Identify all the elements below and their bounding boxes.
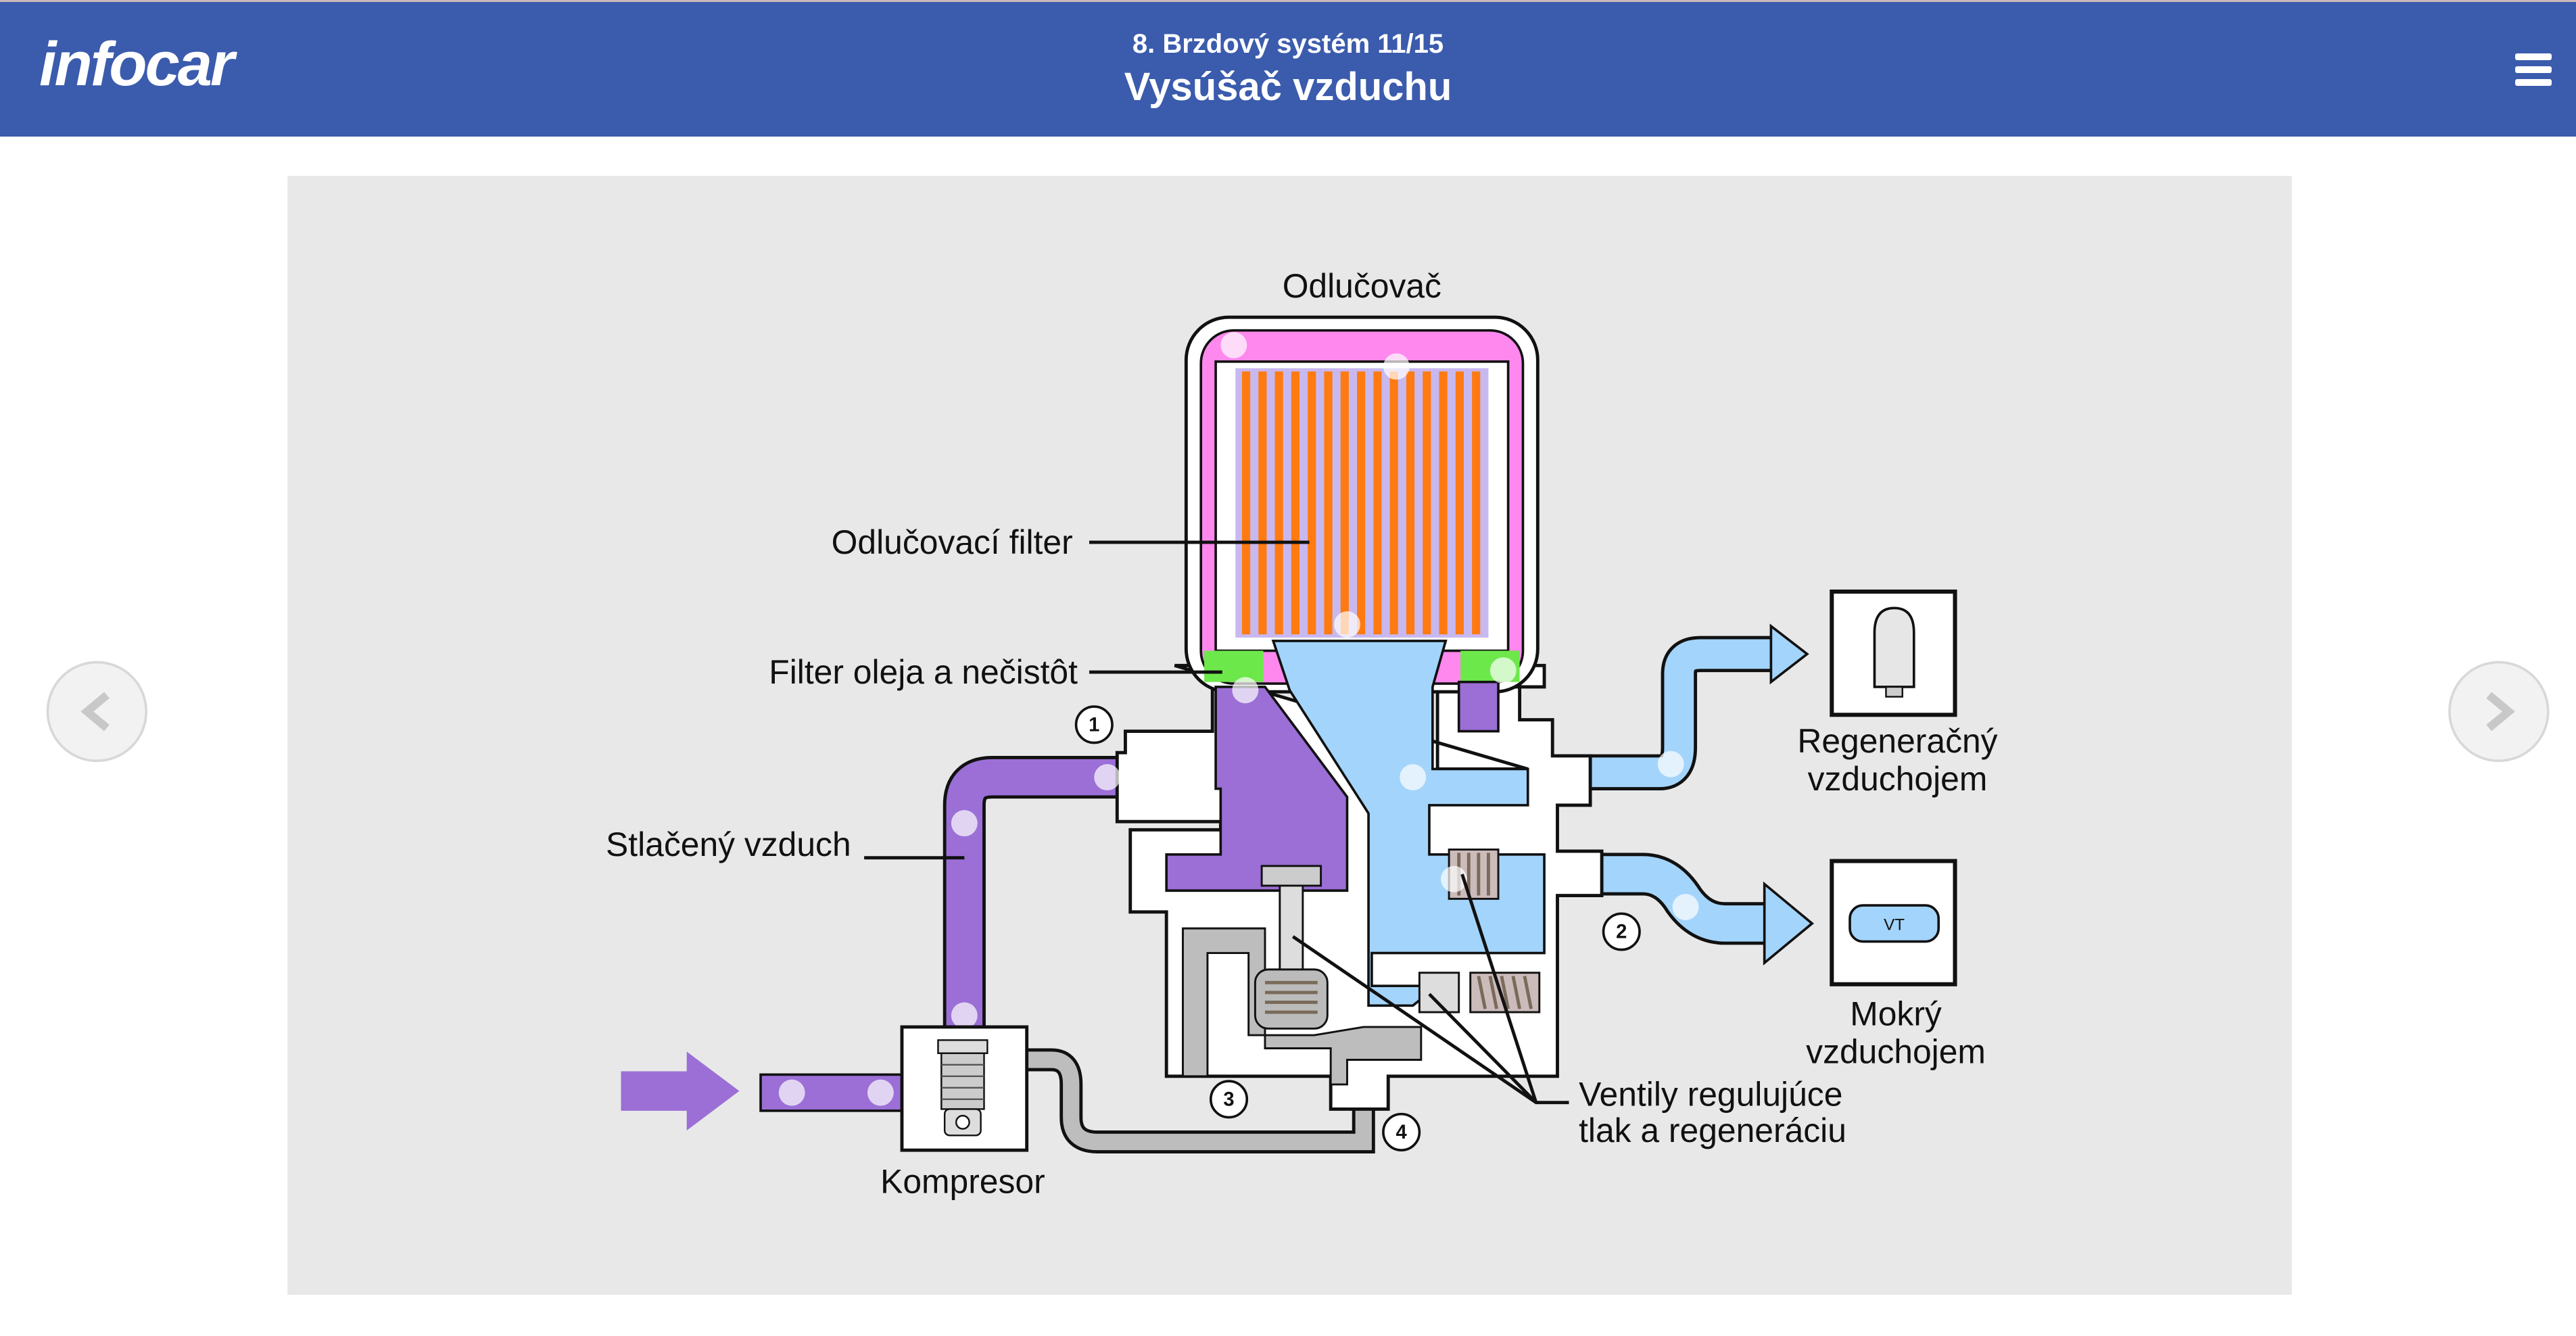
- input-air-arrow: [621, 1051, 740, 1131]
- leader-lines: [864, 540, 1569, 1105]
- filter-stripe: [1455, 371, 1464, 635]
- filter-stripe: [1340, 371, 1349, 635]
- filter-stripe: [1406, 371, 1415, 635]
- compressor: [900, 1025, 1029, 1152]
- filter-stripe: [1439, 371, 1448, 635]
- hamburger-icon[interactable]: [2515, 53, 2552, 87]
- inlet-chamber: [1165, 686, 1349, 892]
- filter-stripe: [1324, 371, 1333, 635]
- prev-button[interactable]: [46, 661, 148, 763]
- filter-stripe: [1373, 371, 1382, 635]
- wet-arrow: [1763, 881, 1814, 966]
- svg-text:1: 1: [1089, 715, 1099, 736]
- filter-stripe: [1241, 371, 1251, 635]
- piston-rod: [1279, 884, 1304, 978]
- infocar-logo[interactable]: infocar: [39, 30, 235, 99]
- port-1: 1: [1074, 705, 1114, 744]
- label-regen-tank-2: vzduchojem: [1808, 760, 1988, 798]
- label-separator: Odlučovač: [1283, 267, 1441, 305]
- label-separator-filter: Odlučovací filter: [832, 523, 1073, 561]
- piston-head: [1260, 865, 1322, 887]
- filter-stripe: [1308, 371, 1316, 635]
- svg-text:4: 4: [1396, 1122, 1408, 1143]
- top-header: infocar 8. Brzdový systém 11/15 Vysúšač …: [0, 0, 2576, 137]
- filter-stripe: [1423, 371, 1431, 635]
- chapter-subtitle: 8. Brzdový systém 11/15: [1132, 29, 1444, 59]
- filter-stripe: [1274, 371, 1283, 635]
- oil-filter-left: [1204, 650, 1264, 682]
- port-3: 3: [1209, 1080, 1249, 1119]
- compressed-air-pipe: [946, 759, 1224, 1029]
- chevron-right-icon: [2486, 692, 2515, 732]
- port-2: 2: [1602, 912, 1641, 951]
- svg-text:3: 3: [1223, 1089, 1234, 1111]
- label-compressor: Kompresor: [880, 1162, 1045, 1200]
- regen-tank: [1830, 589, 1957, 717]
- filter-stripes: [1241, 371, 1481, 635]
- filter-stripe: [1472, 371, 1481, 635]
- wet-tank: VT: [1830, 859, 1957, 986]
- label-wet-tank-1: Mokrý: [1850, 995, 1942, 1032]
- wet-tank-badge: VT: [1884, 916, 1905, 934]
- regen-arrow: [1769, 623, 1809, 685]
- next-button[interactable]: [2448, 661, 2550, 763]
- label-compressed-air: Stlačený vzduch: [606, 826, 851, 863]
- filter-stripe: [1357, 371, 1366, 635]
- label-wet-tank-2: vzduchojem: [1806, 1032, 1986, 1070]
- air-bubbles: [778, 332, 1699, 1106]
- label-valves-2: tlak a regeneráciu: [1579, 1112, 1846, 1149]
- label-oil-filter: Filter oleja a nečistôt: [769, 653, 1078, 691]
- svg-text:2: 2: [1616, 922, 1627, 943]
- filter-stripe: [1291, 371, 1300, 635]
- label-regen-tank-1: Regeneračný: [1797, 722, 1997, 760]
- filter-stripe: [1389, 371, 1398, 635]
- label-valves-1: Ventily regulujúce: [1579, 1076, 1842, 1114]
- chevron-left-icon: [80, 692, 110, 732]
- filter-stripe: [1258, 371, 1267, 635]
- port-4: 4: [1382, 1112, 1421, 1151]
- control-line: [1026, 1051, 1372, 1151]
- piston-spring: [1254, 968, 1329, 1030]
- page-title: Vysúšač vzduchu: [1124, 65, 1452, 109]
